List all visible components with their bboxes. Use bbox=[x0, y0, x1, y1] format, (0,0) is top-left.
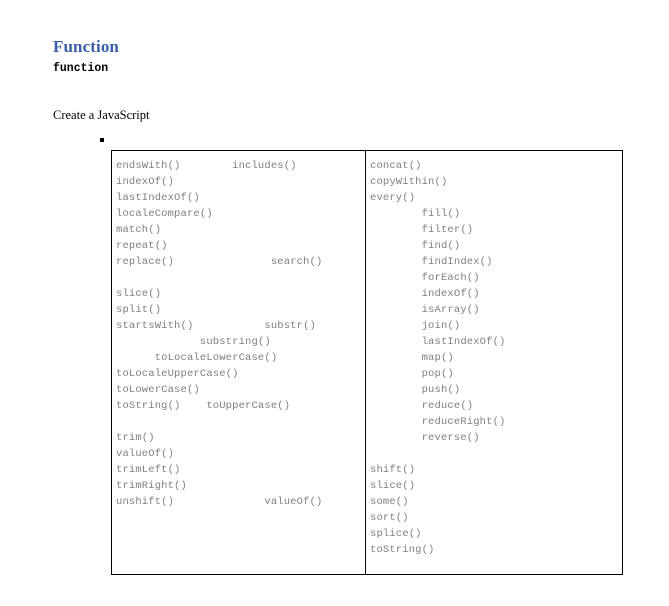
array-method-line: every() bbox=[370, 192, 416, 204]
array-method-line: shift() bbox=[370, 464, 416, 476]
array-method-line: slice() bbox=[370, 480, 416, 492]
string-method-line bbox=[116, 270, 361, 286]
array-method-line: map() bbox=[370, 352, 454, 364]
array-method-line: pop() bbox=[370, 368, 454, 380]
string-method-line: lastIndexOf() bbox=[116, 192, 200, 204]
string-method-line: trim() bbox=[116, 432, 155, 444]
methods-column-array: concat() copyWithin() every() fill() filte… bbox=[366, 151, 622, 574]
string-method-line: match() bbox=[116, 224, 162, 236]
string-method-line: trimRight() bbox=[116, 480, 187, 492]
array-method-line: splice() bbox=[370, 528, 422, 540]
array-method-line: push() bbox=[370, 384, 461, 396]
methods-table: endsWith() includes() indexOf() lastIndexO… bbox=[111, 150, 623, 575]
array-method-line: fill() bbox=[370, 208, 461, 220]
array-method-line: sort() bbox=[370, 512, 409, 524]
intro-paragraph: Create a JavaScript bbox=[53, 107, 150, 122]
string-method-line: substring() bbox=[116, 336, 271, 348]
methods-column-string: endsWith() includes() indexOf() lastIndexO… bbox=[112, 151, 366, 574]
array-method-line: toString() bbox=[370, 544, 435, 556]
string-method-line: startsWith() substr() bbox=[116, 320, 316, 332]
array-method-line: findIndex() bbox=[370, 256, 493, 268]
string-method-line bbox=[116, 414, 361, 430]
array-method-line: reduce() bbox=[370, 400, 474, 412]
array-method-line: reverse() bbox=[370, 432, 480, 444]
string-method-line: localeCompare() bbox=[116, 208, 213, 220]
string-method-line: unshift() valueOf() bbox=[116, 496, 323, 508]
array-method-line: lastIndexOf() bbox=[370, 336, 506, 348]
string-method-line: replace() search() bbox=[116, 256, 323, 268]
string-method-line: indexOf() bbox=[116, 176, 175, 188]
string-method-line: slice() bbox=[116, 288, 162, 300]
bullet-marker-icon bbox=[100, 138, 104, 142]
code-keyword-function: function bbox=[53, 62, 109, 75]
array-method-line: copyWithin() bbox=[370, 176, 448, 188]
string-method-line: toLocaleUpperCase() bbox=[116, 368, 239, 380]
array-method-line: forEach() bbox=[370, 272, 480, 284]
string-method-line: valueOf() bbox=[116, 448, 175, 460]
string-method-line: repeat() bbox=[116, 240, 168, 252]
array-method-line: find() bbox=[370, 240, 461, 252]
string-method-line: trimLeft() bbox=[116, 464, 181, 476]
string-method-line: endsWith() includes() bbox=[116, 160, 297, 172]
array-method-line: some() bbox=[370, 496, 409, 508]
array-method-line: filter() bbox=[370, 224, 474, 236]
array-method-line: indexOf() bbox=[370, 288, 480, 300]
array-method-line bbox=[370, 446, 618, 462]
array-method-line: isArray() bbox=[370, 304, 480, 316]
array-method-line: join() bbox=[370, 320, 461, 332]
array-method-line: reduceRight() bbox=[370, 416, 506, 428]
array-method-line: concat() bbox=[370, 160, 422, 172]
page-title: Function bbox=[53, 37, 119, 57]
string-method-line: split() bbox=[116, 304, 162, 316]
string-method-line: toLocaleLowerCase() bbox=[116, 352, 278, 364]
string-method-line: toLowerCase() bbox=[116, 384, 200, 396]
string-method-line: toString() toUpperCase() bbox=[116, 400, 291, 412]
